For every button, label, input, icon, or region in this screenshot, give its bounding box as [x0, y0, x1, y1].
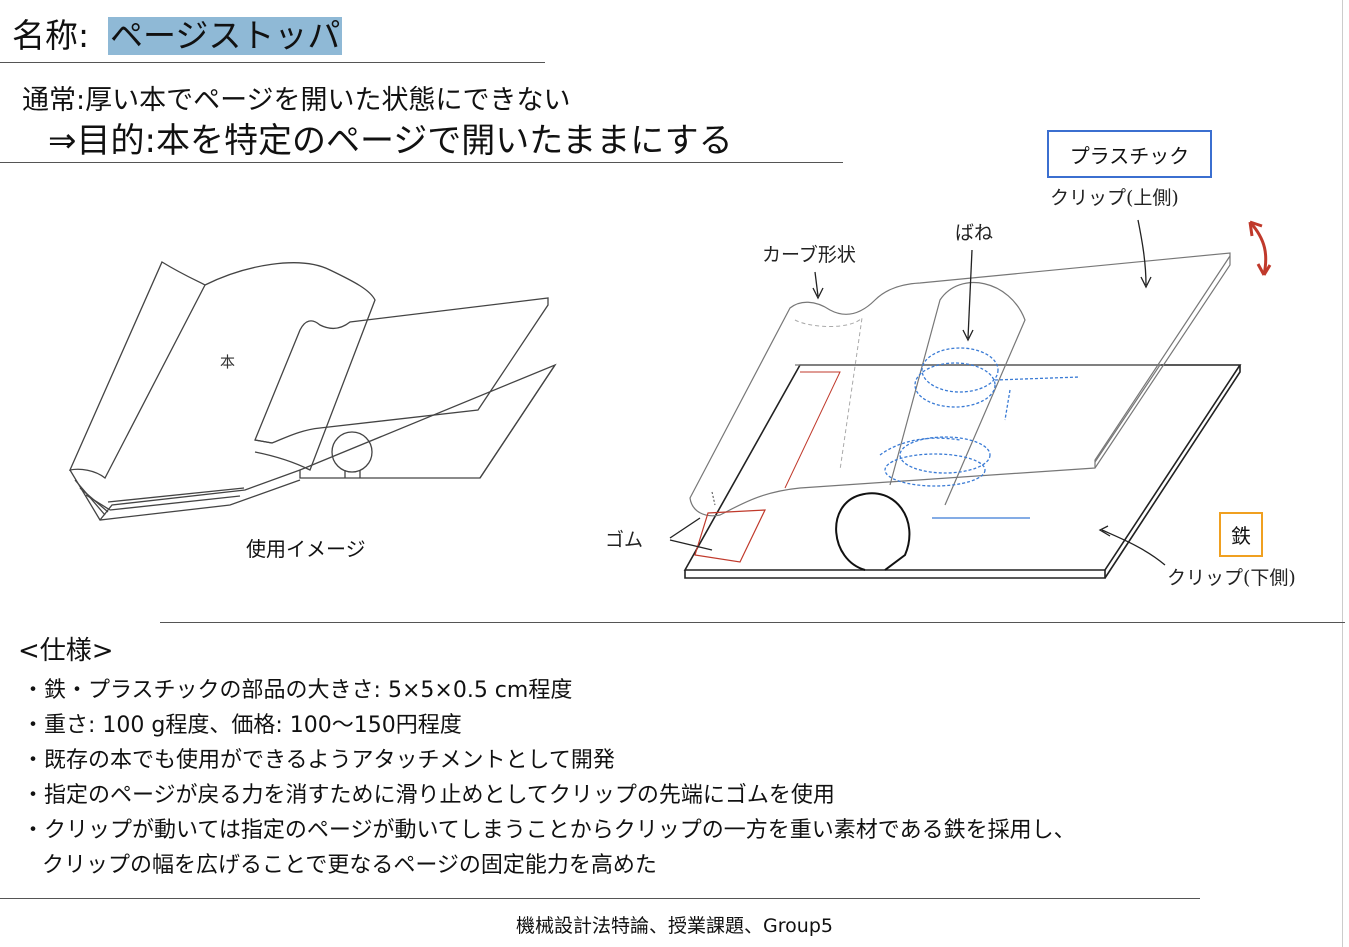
curve-annotation: カーブ形状 — [762, 244, 856, 266]
spring-annotation: ばね — [955, 222, 994, 244]
footer-divider — [0, 898, 1200, 899]
spec-item-attachment: ・既存の本でも使用ができるようアタッチメントとして開発 — [22, 748, 615, 773]
spec-heading: <仕様> — [18, 636, 114, 666]
clip-upper-annotation: クリップ(上側) — [1050, 187, 1179, 209]
spec-item-iron-continuation: クリップの幅を広げることで更なるページの固定能力を高めた — [42, 853, 657, 878]
illustration-divider — [160, 622, 1345, 623]
spec-list: ・鉄・プラスチックの部品の大きさ: 5×5×0.5 cm程度 ・重さ: 100 … — [22, 673, 1076, 883]
rubber-annotation: ゴム — [605, 529, 644, 551]
product-name-highlight: ページストッパ — [108, 16, 343, 55]
usage-caption: 使用イメージ — [246, 537, 366, 561]
purpose-divider — [0, 162, 843, 163]
spec-item-size: ・鉄・プラスチックの部品の大きさ: 5×5×0.5 cm程度 — [22, 678, 573, 703]
iron-label-box: 鉄 — [1219, 512, 1263, 557]
normal-statement: 通常:厚い本でページを開いた状態にできない — [22, 85, 571, 116]
spec-item-rubber: ・指定のページが戻る力を消すために滑り止めとしてクリップの先端にゴムを使用 — [22, 783, 835, 808]
plastic-label-box: プラスチック — [1047, 130, 1212, 178]
header-divider — [0, 62, 545, 63]
objective-statement: ⇒目的:本を特定のページで開いたままにする — [48, 121, 733, 161]
spec-item-iron: ・クリップが動いては指定のページが動いてしまうことからクリップの一方を重い素材で… — [22, 818, 1076, 843]
clip-lower-annotation: クリップ(下側) — [1167, 567, 1296, 589]
spec-item-weight-price: ・重さ: 100 g程度、価格: 100〜150円程度 — [22, 713, 462, 738]
book-label: 本 — [220, 353, 236, 371]
title-label: 名称: — [12, 16, 90, 55]
footer-text: 機械設計法特論、授業課題、Group5 — [516, 915, 833, 937]
title-side-rule — [1342, 0, 1343, 947]
